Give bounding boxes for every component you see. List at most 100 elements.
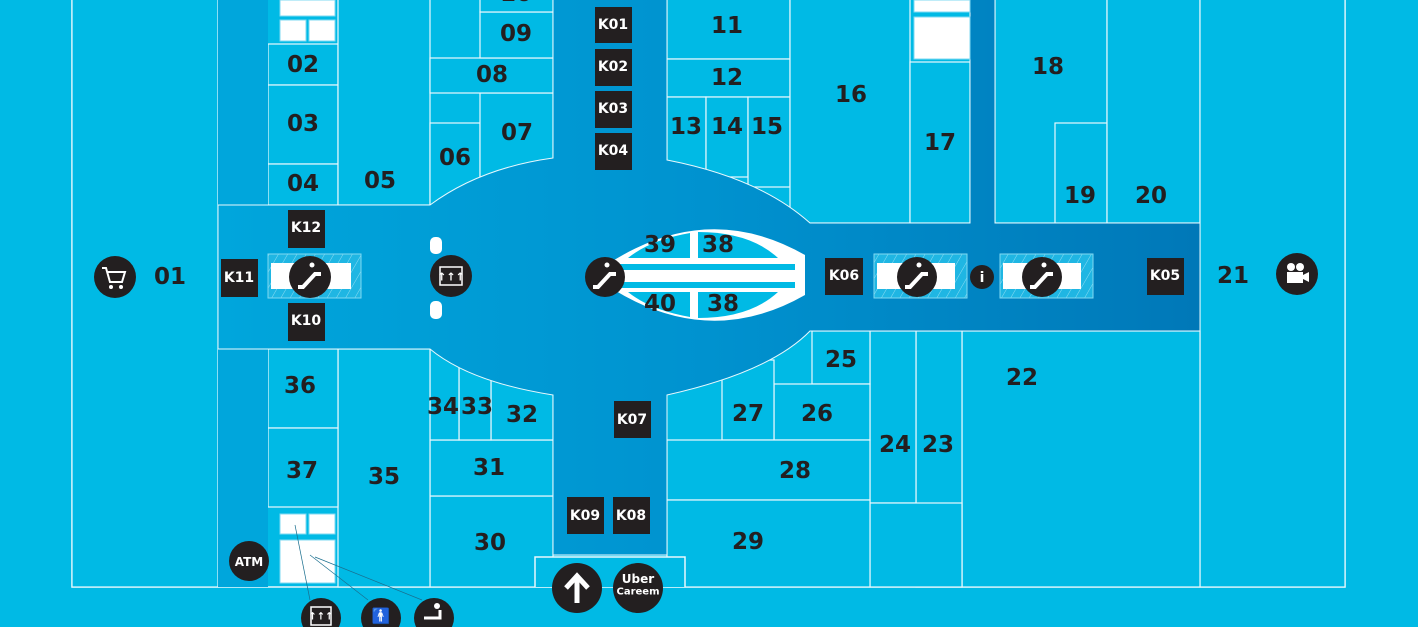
central-void: [592, 229, 805, 321]
kiosks: K01 K02 K03 K04 K05 K06 K07 K08 K09 K10 …: [221, 7, 1184, 534]
svg-text:K03: K03: [598, 101, 628, 117]
unit-02[interactable]: [267, 43, 339, 86]
unit-labels: 01 02 03 04 05 06 07 08 09 10 11 12 13 1…: [154, 0, 1249, 556]
label-20: 20: [1135, 183, 1167, 209]
label-17: 17: [924, 130, 956, 156]
kiosk-k08[interactable]: K08: [613, 497, 650, 534]
svg-text:K02: K02: [598, 59, 628, 75]
restroom-icon[interactable]: 🚹: [361, 598, 401, 627]
restroom-blocks: [279, 0, 971, 584]
kiosk-k06[interactable]: K06: [825, 258, 863, 295]
info-icon[interactable]: i: [970, 265, 994, 289]
label-32: 32: [506, 402, 538, 428]
svg-text:K09: K09: [570, 508, 600, 524]
escalator-icon[interactable]: [289, 256, 331, 298]
unit-37[interactable]: [267, 427, 339, 508]
baby-change-icon[interactable]: [414, 598, 454, 627]
unit-21[interactable]: [1199, 0, 1346, 588]
kiosk-k09[interactable]: K09: [567, 497, 604, 534]
label-04: 04: [287, 171, 319, 197]
svg-text:K01: K01: [598, 17, 628, 33]
escalator-icon[interactable]: [897, 257, 937, 297]
unit-31[interactable]: [429, 439, 554, 497]
unit-16[interactable]: [789, 0, 911, 224]
kiosk-k05[interactable]: K05: [1147, 258, 1184, 295]
elevator-icon[interactable]: ↑↑↑: [301, 598, 341, 627]
svg-text:↑↑↑: ↑↑↑: [437, 271, 465, 284]
label-18: 18: [1032, 54, 1064, 80]
exit-arrow-icon[interactable]: [552, 563, 602, 613]
label-16: 16: [835, 82, 867, 108]
unit-34[interactable]: [429, 348, 460, 441]
label-12: 12: [711, 65, 743, 91]
unit-22[interactable]: [961, 330, 1201, 588]
unit-04[interactable]: [267, 163, 339, 206]
label-24: 24: [879, 432, 911, 458]
label-13: 13: [670, 114, 702, 140]
unit-17[interactable]: [909, 61, 971, 224]
svg-text:↑↑↑: ↑↑↑: [308, 612, 333, 623]
svg-text:i: i: [980, 270, 985, 286]
svg-text:Careem: Careem: [616, 587, 659, 598]
svg-text:K10: K10: [291, 313, 322, 329]
escalator-icon[interactable]: [585, 257, 625, 297]
label-10: 10: [500, 0, 532, 7]
kiosk-k12[interactable]: K12: [288, 210, 325, 248]
kiosk-k01[interactable]: K01: [595, 7, 632, 43]
label-33: 33: [461, 394, 493, 420]
kiosk-k02[interactable]: K02: [595, 49, 632, 86]
label-36: 36: [284, 373, 316, 399]
svg-text:K06: K06: [829, 268, 859, 284]
label-22: 22: [1006, 365, 1038, 391]
svg-text:🚹: 🚹: [372, 607, 391, 625]
label-34: 34: [427, 394, 459, 420]
svg-text:K05: K05: [1150, 268, 1180, 284]
label-23: 23: [922, 432, 954, 458]
label-03: 03: [287, 111, 319, 137]
svg-text:K12: K12: [291, 220, 321, 236]
atm-icon[interactable]: ATM: [229, 541, 269, 581]
label-35: 35: [368, 464, 400, 490]
label-02: 02: [287, 52, 319, 78]
label-28: 28: [779, 458, 811, 484]
label-29: 29: [732, 529, 764, 555]
unit-29[interactable]: [666, 499, 871, 588]
svg-text:K04: K04: [598, 143, 629, 159]
svg-text:K07: K07: [617, 412, 647, 428]
unit-01[interactable]: [71, 0, 219, 588]
label-14: 14: [711, 114, 743, 140]
kiosk-k10[interactable]: K10: [288, 303, 325, 341]
shopping-cart-icon[interactable]: [94, 256, 136, 298]
svg-text:ATM: ATM: [235, 555, 263, 569]
kiosk-k11[interactable]: K11: [221, 259, 258, 297]
callout-lines: [294, 524, 423, 601]
label-30: 30: [474, 530, 506, 556]
label-11: 11: [711, 13, 743, 39]
label-31: 31: [473, 455, 505, 481]
kiosk-k07[interactable]: K07: [614, 401, 651, 438]
label-05: 05: [364, 168, 396, 194]
unit-19[interactable]: [1054, 122, 1108, 224]
unit-26[interactable]: [773, 383, 871, 441]
svg-text:Uber: Uber: [622, 572, 654, 586]
unit-bottom: [869, 502, 963, 588]
label-39: 39: [644, 232, 676, 258]
kiosk-k03[interactable]: K03: [595, 91, 632, 128]
cinema-icon[interactable]: [1276, 253, 1318, 295]
label-25: 25: [825, 347, 857, 373]
unit-36[interactable]: [267, 348, 339, 429]
unit-35[interactable]: [337, 348, 431, 588]
unit-15[interactable]: [747, 96, 791, 188]
escalator-icon[interactable]: [1022, 257, 1062, 297]
unit-28[interactable]: [666, 439, 871, 501]
elevator-icon[interactable]: ↑↑↑: [430, 255, 472, 297]
unit-30[interactable]: [429, 495, 554, 588]
kiosk-k04[interactable]: K04: [595, 133, 632, 170]
label-27: 27: [732, 401, 764, 427]
label-19: 19: [1064, 183, 1096, 209]
label-09: 09: [500, 21, 532, 47]
unit-08[interactable]: [429, 57, 554, 94]
unit-24[interactable]: [869, 330, 917, 504]
